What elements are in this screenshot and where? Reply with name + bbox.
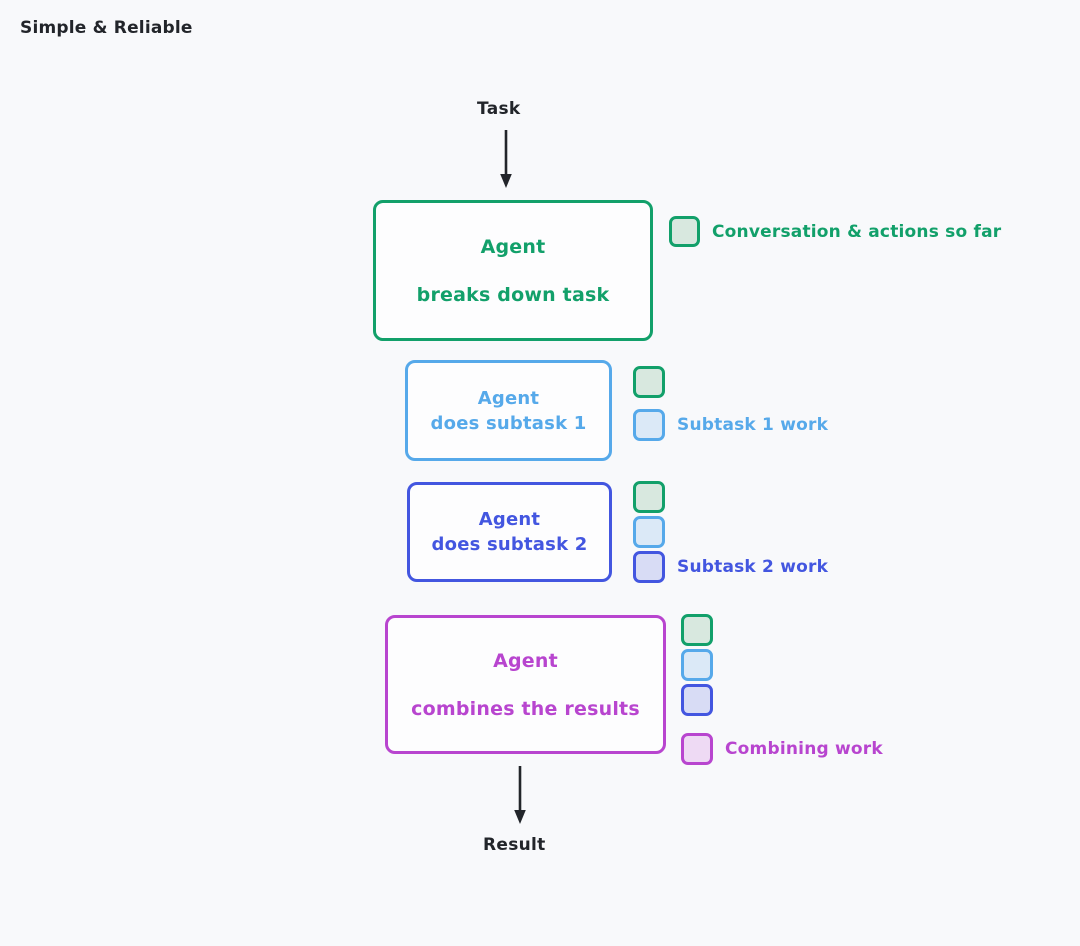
context-row (681, 684, 883, 716)
context-row (633, 366, 828, 398)
swatch-indigo (633, 551, 665, 583)
node-line-2: breaks down task (416, 283, 610, 306)
context-row: Combining work (681, 733, 883, 765)
node-line-2: combines the results (411, 697, 640, 720)
swatch-light-blue (681, 649, 713, 681)
swatch-green (633, 481, 665, 513)
swatch-green (681, 614, 713, 646)
node-line-1: Agent (480, 235, 546, 258)
context-row (681, 614, 883, 646)
arrow-task-to-agent (492, 128, 520, 196)
node-line-1: Agent (493, 649, 558, 672)
context-row (633, 481, 828, 513)
node-agent-does-subtask-2[interactable]: Agent does subtask 2 (407, 482, 612, 582)
arrow-agent-to-result (506, 764, 534, 832)
context-label: Subtask 2 work (677, 557, 829, 577)
swatch-indigo (681, 684, 713, 716)
context-row (681, 649, 883, 681)
context-label: Subtask 1 work (677, 415, 829, 435)
context-row: Subtask 2 work (633, 551, 828, 583)
swatch-green (633, 366, 665, 398)
node-line-1: Agent (478, 509, 541, 530)
context-label: Conversation & actions so far (712, 221, 1002, 242)
context-label: Combining work (725, 739, 883, 759)
node-line-2: does subtask 1 (430, 412, 587, 434)
context-row (633, 516, 828, 548)
swatch-light-blue (633, 516, 665, 548)
page-title: Simple & Reliable (20, 18, 193, 38)
context-row: Conversation & actions so far (669, 216, 1001, 247)
node-line-2: does subtask 2 (431, 534, 588, 555)
swatch-light-blue (633, 409, 665, 441)
flow-start-label: Task (477, 99, 521, 119)
context-row: Subtask 1 work (633, 409, 828, 441)
node-agent-breaks-down-task[interactable]: Agent breaks down task (373, 200, 653, 341)
node-line-1: Agent (477, 387, 540, 409)
context-group-decompose: Conversation & actions so far (669, 216, 1001, 247)
context-group-subtask1: Subtask 1 work (633, 366, 828, 441)
context-group-subtask2: Subtask 2 work (633, 481, 828, 583)
node-agent-does-subtask-1[interactable]: Agent does subtask 1 (405, 360, 612, 461)
swatch-green (669, 216, 700, 247)
node-agent-combines-results[interactable]: Agent combines the results (385, 615, 666, 754)
flow-end-label: Result (483, 835, 546, 855)
swatch-purple (681, 733, 713, 765)
context-group-combine: Combining work (681, 614, 883, 765)
